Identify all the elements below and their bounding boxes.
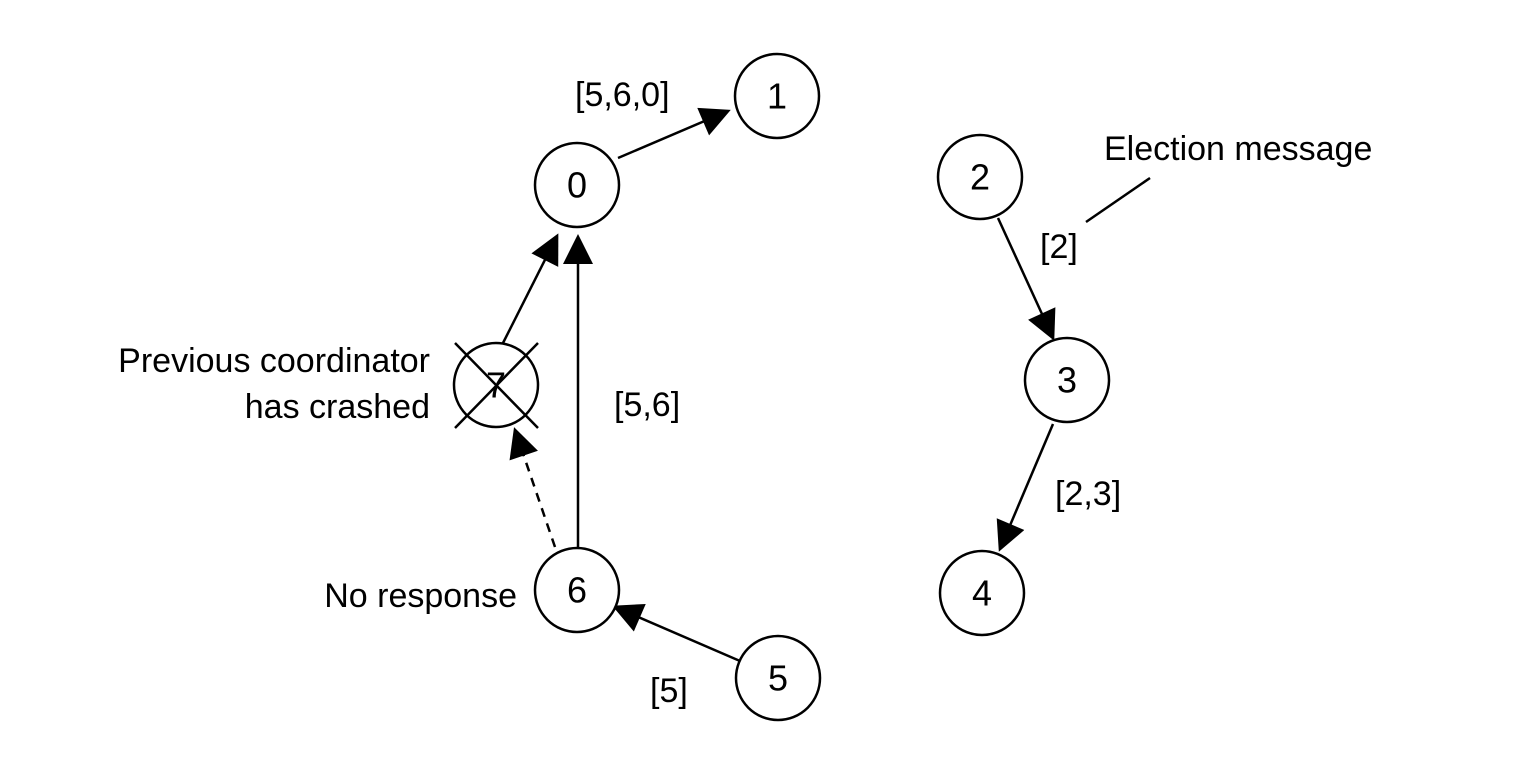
node-7-crashed: 7 [452,341,540,429]
message-label-0-1: [5,6,0] [575,76,670,114]
node-4: 4 [938,549,1026,637]
node-0: 0 [533,141,621,229]
node-3: 3 [1023,336,1111,424]
node-6-label: 6 [567,570,587,611]
edge-6-to-7-dashed [509,427,557,548]
node-1-label: 1 [767,76,787,117]
node-6: 6 [533,546,621,634]
no-response-annotation: No response [324,577,517,615]
edge-5-to-6 [612,603,741,663]
node-2: 2 [936,133,1024,221]
edge-2-to-3 [996,217,1056,341]
node-1: 1 [733,52,821,140]
node-5: 5 [734,634,822,722]
edge-7-to-0 [501,233,559,344]
election-message-annotation: Election message [1104,130,1372,168]
edge-3-to-4 [996,423,1055,552]
message-label-3-4: [2,3] [1055,475,1121,513]
election-message-callout-line [1085,176,1151,224]
message-label-5-6: [5] [650,672,688,710]
crashed-annotation-line-1: Previous coordinator [118,342,430,380]
node-2-label: 2 [970,157,990,198]
node-3-label: 3 [1057,360,1077,401]
node-4-label: 4 [972,573,992,614]
message-label-2-3: [2] [1040,228,1078,266]
crashed-annotation-line-2: has crashed [245,388,430,426]
node-5-label: 5 [768,658,788,699]
edge-0-to-1 [617,107,731,160]
node-0-label: 0 [567,165,587,206]
message-label-6-0: [5,6] [614,386,680,424]
crash-cross-line-2 [454,342,539,429]
